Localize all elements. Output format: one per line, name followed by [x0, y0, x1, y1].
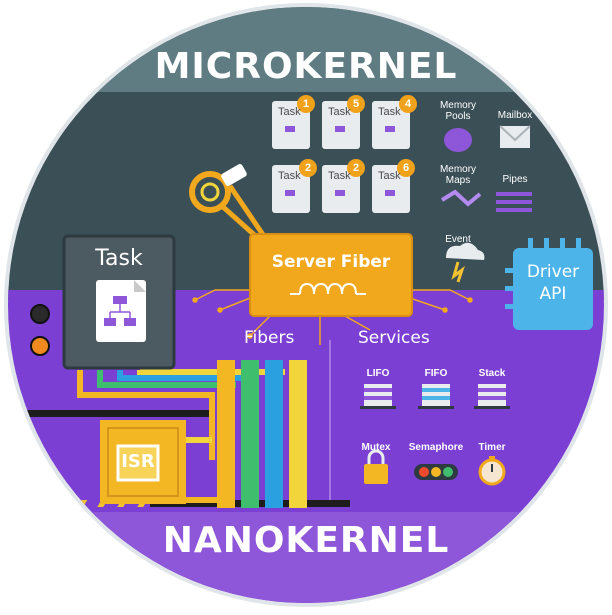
task-badge: 1: [302, 98, 310, 110]
microkernel-title: MICROKERNEL: [154, 46, 458, 87]
task-badges: [297, 95, 417, 177]
indicator-light-orange: [30, 336, 50, 356]
task-tile: [372, 165, 410, 213]
task-tile: [272, 101, 310, 149]
driver-api-chip: [505, 238, 593, 330]
stack-icon: [474, 384, 510, 409]
task-badge: 6: [402, 162, 410, 174]
server-fiber-label: Server Fiber: [271, 252, 391, 272]
driver-api-label-line1: Driver: [526, 262, 580, 282]
fiber-bar: [241, 360, 259, 508]
semaphore-label: Semaphore: [408, 442, 464, 453]
fiber-bar: [289, 360, 307, 508]
fibers-label: Fibers: [244, 328, 295, 348]
fiber-bar: [217, 360, 235, 508]
coil-icon: [290, 282, 366, 295]
traffic-light-icon: [414, 464, 458, 480]
task-tile: [272, 165, 310, 213]
task-label: Task: [95, 246, 143, 271]
service-icons: [360, 384, 510, 486]
task-tile-label: Task: [278, 170, 301, 182]
event-label: Event: [445, 234, 471, 245]
task-tiles: [272, 95, 417, 213]
pipes-label: Pipes: [502, 174, 528, 185]
task-badge: 5: [352, 98, 360, 110]
task-badge: 2: [352, 162, 360, 174]
lifo-stack-icon: [360, 384, 396, 409]
mutex-label: Mutex: [361, 442, 391, 453]
padlock-icon: [364, 449, 388, 484]
task-tile: [372, 101, 410, 149]
task-badge: 4: [404, 98, 412, 110]
task-badge: 2: [304, 162, 312, 174]
envelope-icon: [500, 126, 530, 148]
stopwatch-icon: [478, 456, 506, 486]
fiber-bars: [217, 360, 307, 508]
task-tile-label: Task: [278, 106, 301, 118]
lifo-label: LIFO: [366, 368, 390, 379]
server-fiber-box: [249, 233, 413, 317]
stack-label: Stack: [478, 368, 506, 379]
task-tile-label: Task: [328, 106, 351, 118]
task-document-icon: [96, 280, 146, 342]
fifo-queue-icon: [418, 384, 454, 409]
task-tile-label: Task: [328, 170, 351, 182]
isr-label: ISR: [121, 451, 155, 472]
kernel-object-icons: [440, 125, 532, 283]
task-tile-label: Task: [378, 106, 401, 118]
services-label: Services: [358, 328, 430, 348]
task-tile-label: Task: [378, 170, 401, 182]
driver-api-label-line2: API: [539, 284, 567, 304]
pipes-icon: [496, 192, 532, 212]
mailbox-label: Mailbox: [497, 110, 533, 121]
fifo-label: FIFO: [424, 368, 448, 379]
timer-label: Timer: [478, 442, 506, 453]
task-panel: [62, 234, 176, 370]
isr-module: [100, 420, 186, 504]
task-tile: [322, 101, 360, 149]
circuit-traces: [192, 289, 473, 345]
cloud-lightning-icon: [446, 242, 485, 260]
task-tile: [322, 165, 360, 213]
fiber-bar: [265, 360, 283, 508]
indicator-light-dark: [30, 304, 50, 324]
brain-icon: [444, 128, 472, 152]
nanokernel-title: NANOKERNEL: [162, 520, 450, 561]
map-icon: [440, 189, 482, 207]
